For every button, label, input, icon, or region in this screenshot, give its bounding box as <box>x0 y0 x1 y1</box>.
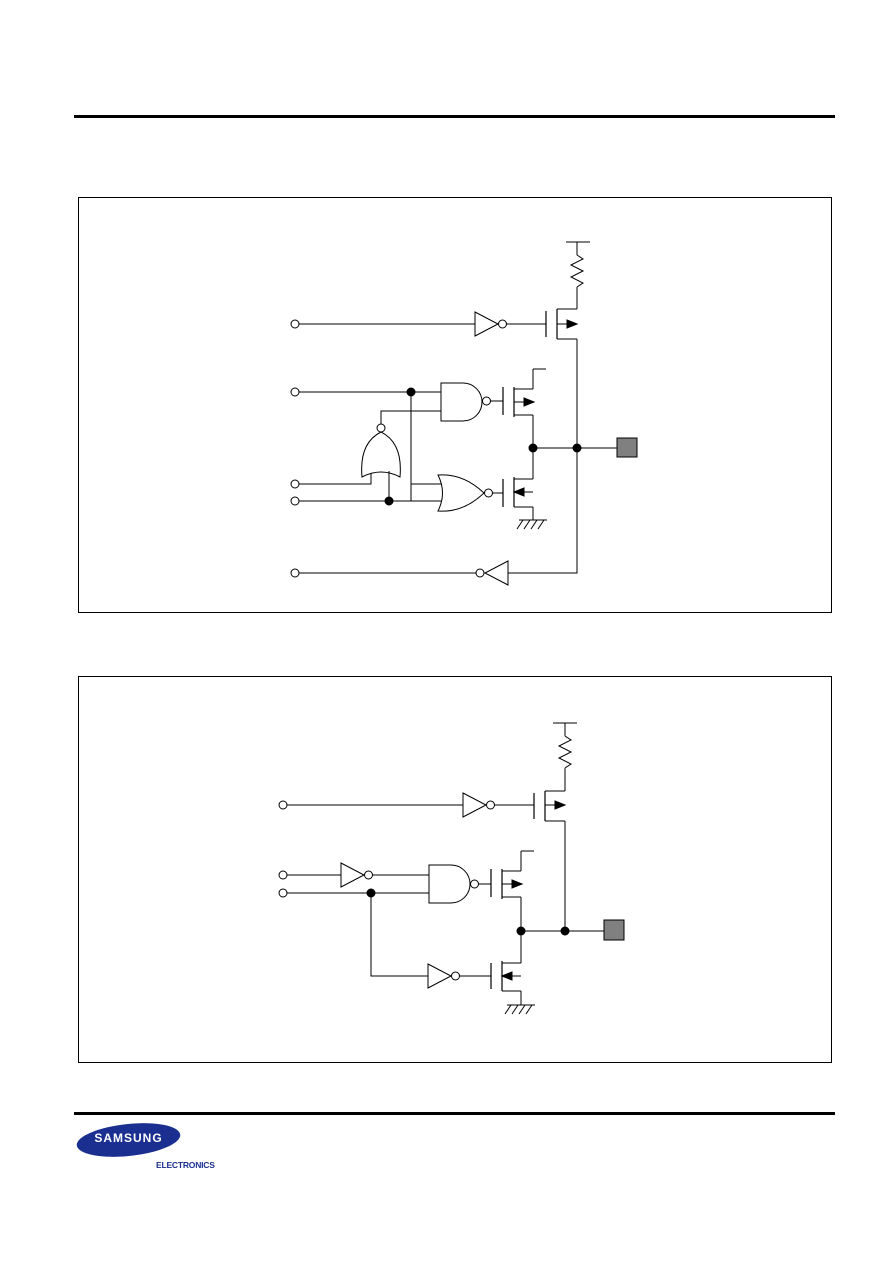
pull-up-resistor <box>569 254 585 288</box>
circuit-diagram-frame-1 <box>78 197 832 613</box>
nand-gate <box>428 864 471 904</box>
logo-oval-icon <box>76 1123 181 1157</box>
ground-symbol <box>516 519 547 530</box>
output-pin <box>290 568 300 578</box>
inverter-gate <box>462 792 488 818</box>
logo-subtitle: ELECTRONICS <box>156 1160 215 1170</box>
circuit-diagram-2 <box>278 722 625 1015</box>
circuit-diagram-1 <box>290 241 638 586</box>
inverter-gate <box>474 311 500 337</box>
output-pmos-transistor <box>502 368 546 417</box>
inverter-gate <box>427 963 453 989</box>
input-pin <box>290 496 300 506</box>
output-pmos-transistor <box>490 850 534 899</box>
ground-symbol <box>504 1004 535 1015</box>
input-pin <box>278 870 288 880</box>
or-gate <box>437 474 485 512</box>
circuit-diagram-frame-2 <box>78 676 832 1063</box>
input-pin <box>290 479 300 489</box>
output-pad <box>603 919 625 941</box>
nand-gate <box>440 382 483 422</box>
input-buffer <box>483 560 509 586</box>
pull-up-resistor <box>557 735 573 769</box>
header-rule <box>74 115 835 118</box>
input-pin <box>278 888 288 898</box>
output-nmos-transistor <box>502 477 534 520</box>
inverter-gate <box>340 862 366 888</box>
nor-gate <box>361 431 401 478</box>
pull-up-transistor <box>545 308 579 340</box>
output-nmos-transistor <box>490 961 522 1005</box>
logo-wordmark: SAMSUNG <box>94 1131 163 1145</box>
output-pad <box>616 437 638 458</box>
footer-rule <box>74 1112 835 1115</box>
samsung-logo: SAMSUNG ELECTRONICS <box>76 1122 226 1174</box>
pull-up-transistor <box>533 790 567 822</box>
input-pin <box>278 800 288 810</box>
input-pin <box>290 387 300 397</box>
input-pin <box>290 319 300 329</box>
